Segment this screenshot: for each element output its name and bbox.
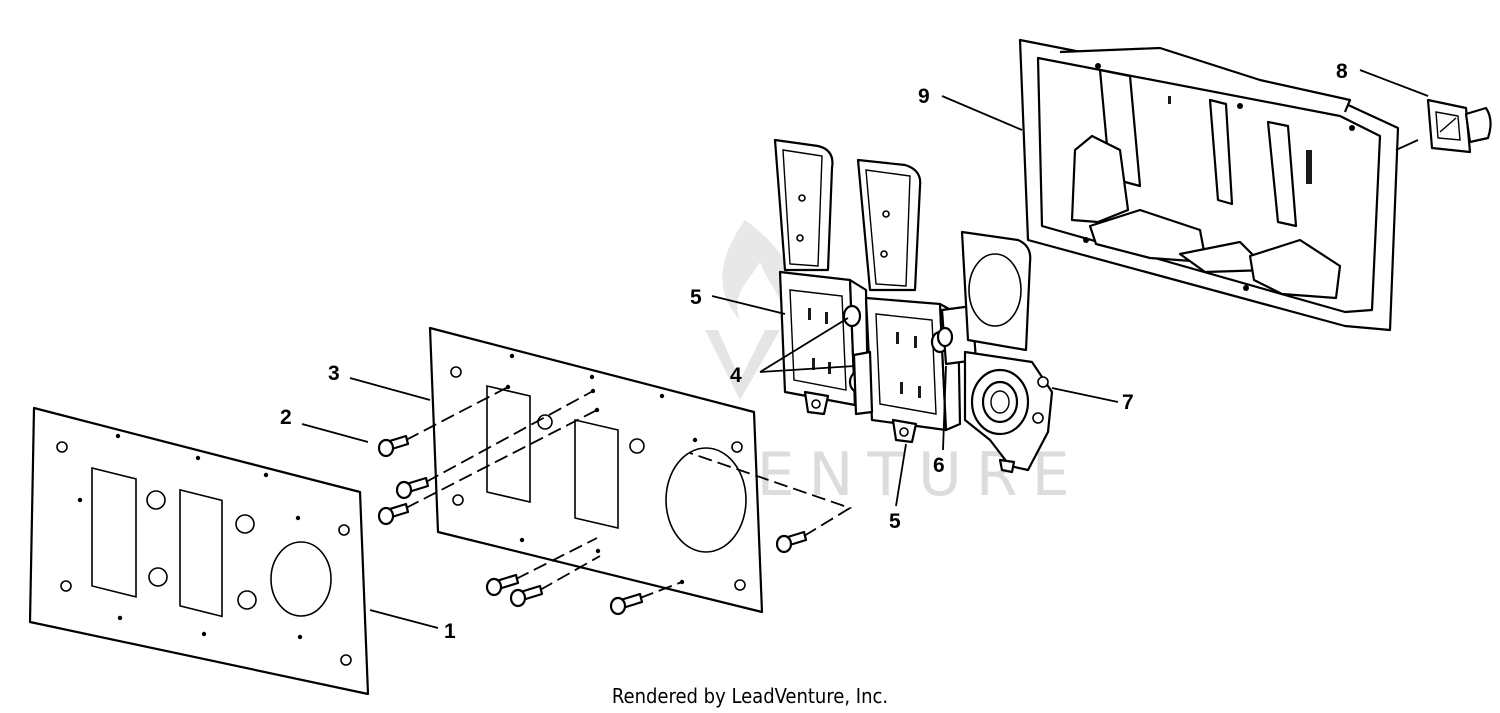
callout-9: 9: [918, 85, 930, 108]
screw: [509, 584, 544, 608]
twist-lock-receptacle-part-7: [960, 230, 1054, 474]
callout-1: 1: [444, 620, 456, 643]
receptacle-part-5-left: [773, 138, 870, 416]
callout-4: 4: [730, 364, 742, 387]
screw: [377, 434, 410, 458]
callout-5-top: 5: [690, 286, 702, 309]
callout-numbers: 1 2 3 4 5 5 6 7 8 9: [280, 60, 1348, 643]
watermark-flame-icon: [722, 220, 795, 330]
leader-lines: [301, 69, 1429, 629]
screw: [775, 530, 808, 554]
front-plate-part-1: [28, 406, 370, 696]
watermark-v-icon: [705, 330, 780, 400]
back-plate-part-3: [428, 326, 764, 614]
screw: [377, 502, 410, 526]
housing-box-part-9: [1018, 38, 1400, 332]
callout-2: 2: [280, 406, 292, 429]
screw: [485, 573, 520, 597]
callout-5-bottom: 5: [889, 510, 901, 533]
callout-7: 7: [1122, 391, 1134, 414]
callout-3: 3: [328, 362, 340, 385]
callout-6: 6: [933, 454, 945, 477]
grommet-part-8: [1426, 98, 1492, 154]
footer-credit: Rendered by LeadVenture, Inc.: [612, 684, 888, 708]
screws-part-2: [377, 386, 853, 616]
screw: [395, 476, 430, 500]
screw: [609, 592, 644, 616]
callout-8: 8: [1336, 60, 1348, 83]
